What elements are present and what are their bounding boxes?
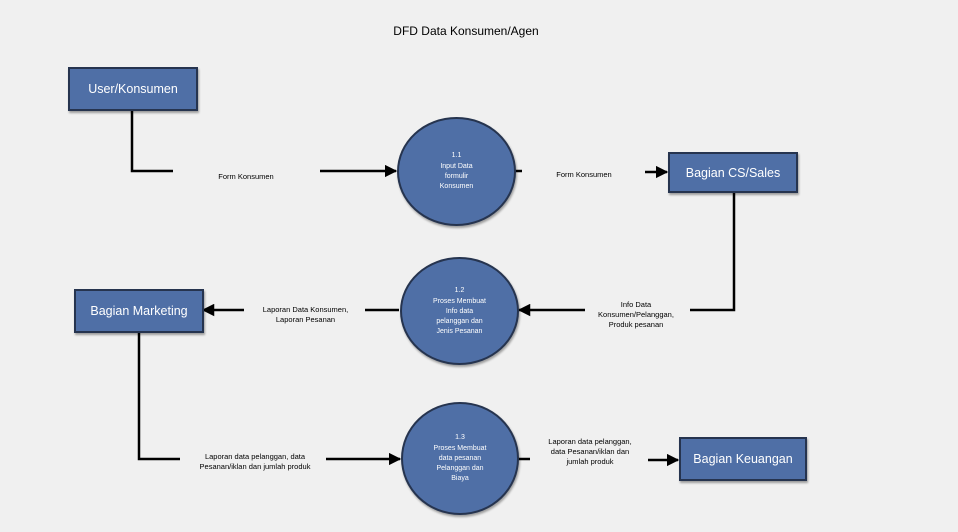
entity-user-konsumen: User/Konsumen [68,67,198,111]
entity-bagian-marketing: Bagian Marketing [74,289,204,333]
entity-bagian-keuangan: Bagian Keuangan [679,437,807,481]
diagram-title: DFD Data Konsumen/Agen [393,24,539,38]
process-1-1: 1.1 Input Data formulir Konsumen [397,117,516,226]
process-1-3: 1.3 Proses Membuat data pesanan Pelangga… [401,402,519,515]
flow-label-info-data-konsumen: Info Data Konsumen/Pelanggan, Produk pes… [598,300,674,329]
process-1-2-text: Proses Membuat Info data pelanggan dan J… [433,297,486,335]
flow-label-form-konsumen-2: Form Konsumen [556,170,612,179]
flow-label-laporan-marketing-to-p3: Laporan data pelanggan, data Pesanan/ikl… [199,452,311,471]
flow-label-form-konsumen-1: Form Konsumen [218,172,274,181]
entity-bagian-cs-sales: Bagian CS/Sales [668,152,798,193]
process-1-2: 1.2 Proses Membuat Info data pelanggan d… [400,257,519,365]
process-1-1-number: 1.1 [451,152,462,159]
process-1-1-text: Input Data formulir Konsumen [439,163,474,190]
flow-line-cs-to-p2-a [690,192,736,312]
flow-line-marketing-to-p3-a [137,332,180,461]
process-1-2-number: 1.2 [454,286,465,294]
flow-label-laporan-to-keuangan: Laporan data pelanggan, data Pesanan/ikl… [548,437,632,466]
flow-line-user-to-p1-a [130,110,173,173]
process-1-3-number: 1.3 [455,434,465,441]
flow-label-laporan-data-konsumen: Laporan Data Konsumen, Laporan Pesanan [262,305,349,324]
process-1-3-text: Proses Membuat data pesanan Pelanggan da… [433,445,487,482]
